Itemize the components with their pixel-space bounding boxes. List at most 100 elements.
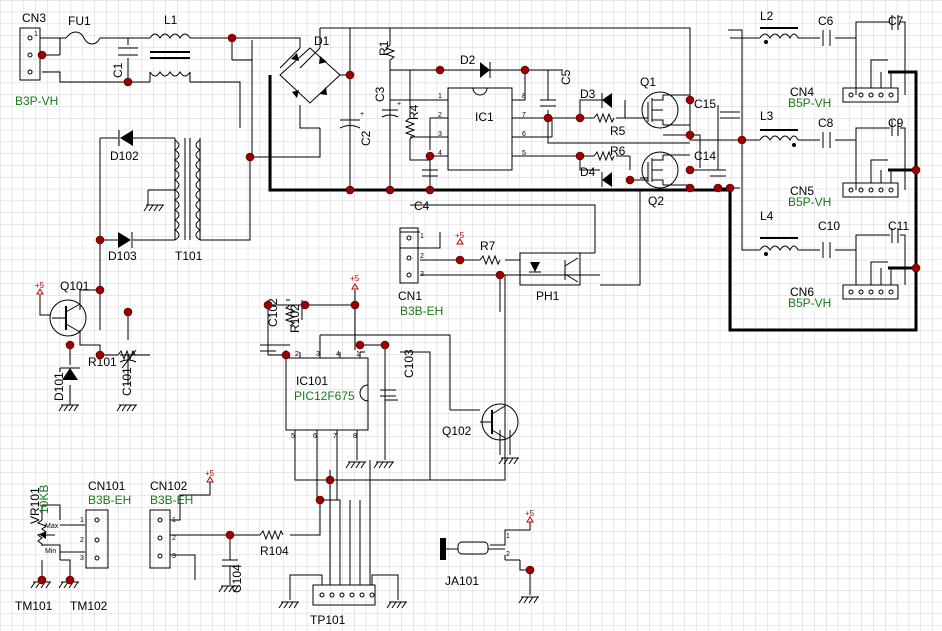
q101-label: Q101 bbox=[60, 279, 90, 293]
d4-label: D4 bbox=[580, 165, 596, 179]
d102-diode bbox=[118, 130, 133, 146]
ic101-pin-7: 7 bbox=[333, 433, 337, 440]
power-cn102-label: +5 bbox=[205, 469, 215, 478]
d3-diode bbox=[601, 93, 612, 108]
vr101-label: VR101 bbox=[28, 487, 42, 524]
d2-diode bbox=[480, 62, 491, 78]
ic101-pin-5: 5 bbox=[291, 433, 295, 440]
q1-mosfet bbox=[640, 91, 679, 129]
cn1-type-label: B3B-EH bbox=[400, 304, 443, 318]
svg-text:+: + bbox=[360, 111, 364, 118]
cn1-connector: 1 2 3 bbox=[399, 227, 424, 284]
c4-capacitor bbox=[422, 169, 438, 177]
vr101-potentiometer bbox=[36, 519, 55, 546]
ic1-pin-4: 4 bbox=[438, 150, 442, 157]
cn5-label: CN5 bbox=[790, 184, 814, 198]
c102-capacitor bbox=[260, 344, 276, 352]
c103-capacitor bbox=[380, 389, 396, 397]
ic101-pin-4: 4 bbox=[336, 351, 340, 358]
c104-capacitor bbox=[222, 559, 238, 585]
cn3-pin-1: 1 bbox=[34, 31, 38, 38]
c9-label: C9 bbox=[888, 116, 904, 130]
l4-label: L4 bbox=[760, 209, 774, 223]
r5-resistor bbox=[593, 112, 615, 124]
cn6-label: CN6 bbox=[790, 285, 814, 299]
c5-label: C5 bbox=[559, 69, 573, 85]
c3-capacitor: + bbox=[381, 101, 401, 118]
cn4-connector bbox=[842, 59, 899, 103]
cn1-pin-1: 1 bbox=[420, 233, 424, 240]
d4-diode bbox=[601, 172, 612, 187]
q101-transistor bbox=[49, 299, 87, 337]
cn102-label: CN102 bbox=[150, 479, 188, 493]
r7-label: R7 bbox=[480, 239, 496, 253]
c10-capacitor bbox=[822, 242, 831, 258]
ic101-pin-1: 1 bbox=[356, 351, 360, 358]
r6-resistor bbox=[593, 150, 615, 162]
c103-label: C103 bbox=[402, 349, 416, 378]
power-q101-label: +5 bbox=[35, 281, 45, 290]
c14-capacitor bbox=[710, 169, 726, 177]
cn102-type-label: B3B-EH bbox=[150, 493, 193, 507]
c5-capacitor bbox=[540, 99, 556, 107]
r104-resistor bbox=[259, 529, 284, 541]
ph1-optocoupler bbox=[519, 252, 581, 286]
cn3-type-label: B3P-VH bbox=[15, 94, 58, 108]
ic1-pin-5: 5 bbox=[522, 150, 526, 157]
ic101-pin-8: 8 bbox=[353, 433, 357, 440]
t101-label: T101 bbox=[175, 249, 203, 263]
power-ic101-label: +5 bbox=[350, 274, 360, 283]
c6-label: C6 bbox=[818, 14, 834, 28]
svg-text:+: + bbox=[397, 101, 401, 108]
l2-label: L2 bbox=[760, 9, 774, 23]
ic1-pin-3: 3 bbox=[438, 131, 442, 138]
c14-label: C14 bbox=[694, 149, 716, 163]
c7-capacitor bbox=[891, 15, 899, 30]
c8-label: C8 bbox=[818, 116, 834, 130]
c15-label: C15 bbox=[694, 97, 716, 111]
q2-mosfet bbox=[640, 151, 679, 189]
l4-inductor bbox=[759, 237, 799, 256]
l1-label: L1 bbox=[164, 13, 178, 27]
c3-label: C3 bbox=[373, 86, 387, 102]
cn3-connector: 1 bbox=[19, 27, 42, 81]
ic1-pin-8: 8 bbox=[522, 93, 526, 100]
cn101-pin-1: 1 bbox=[80, 517, 84, 524]
r4-label: R4 bbox=[407, 104, 421, 120]
c15-capacitor bbox=[720, 111, 740, 119]
ic101-chip: 2 3 4 1 5 6 7 8 bbox=[285, 351, 369, 440]
tm101-label: TM101 bbox=[15, 599, 53, 613]
fu1-fuse bbox=[65, 31, 101, 45]
r4-resistor bbox=[404, 117, 416, 150]
ic1-label: IC1 bbox=[475, 110, 494, 124]
vr101-max-label: Max bbox=[45, 523, 59, 530]
ic101-label: IC101 bbox=[296, 374, 328, 388]
r102-label: R102 bbox=[288, 304, 302, 333]
d1-label: D1 bbox=[314, 34, 330, 48]
cn5-type-label: B5P-VH bbox=[788, 195, 831, 209]
tp101-label: TP101 bbox=[310, 613, 346, 627]
r5-label: R5 bbox=[610, 124, 626, 138]
ic1-pin-7: 7 bbox=[522, 112, 526, 119]
cn101-connector: 1 2 3 bbox=[80, 509, 109, 569]
cn101-pin-3: 3 bbox=[80, 555, 84, 562]
r1-label: R1 bbox=[377, 40, 391, 56]
ja101-label: JA101 bbox=[445, 574, 479, 588]
r101-resistor bbox=[117, 349, 136, 361]
c7-label: C7 bbox=[888, 14, 904, 28]
cn1-pin-3: 3 bbox=[420, 271, 424, 278]
d101-label: D101 bbox=[52, 372, 66, 401]
r6-label: R6 bbox=[610, 144, 626, 158]
junction-dots bbox=[37, 33, 921, 585]
cn102-pin-3: 3 bbox=[172, 553, 176, 560]
c1-capacitor bbox=[118, 47, 138, 56]
c10-label: C10 bbox=[818, 219, 840, 233]
c104-label: C104 bbox=[230, 564, 244, 593]
ic1-pin-1: 1 bbox=[438, 93, 442, 100]
fu1-label: FU1 bbox=[68, 14, 91, 28]
cn3-label: CN3 bbox=[22, 11, 46, 25]
ja101-pin-1: 1 bbox=[506, 533, 510, 540]
r7-resistor bbox=[479, 254, 501, 266]
